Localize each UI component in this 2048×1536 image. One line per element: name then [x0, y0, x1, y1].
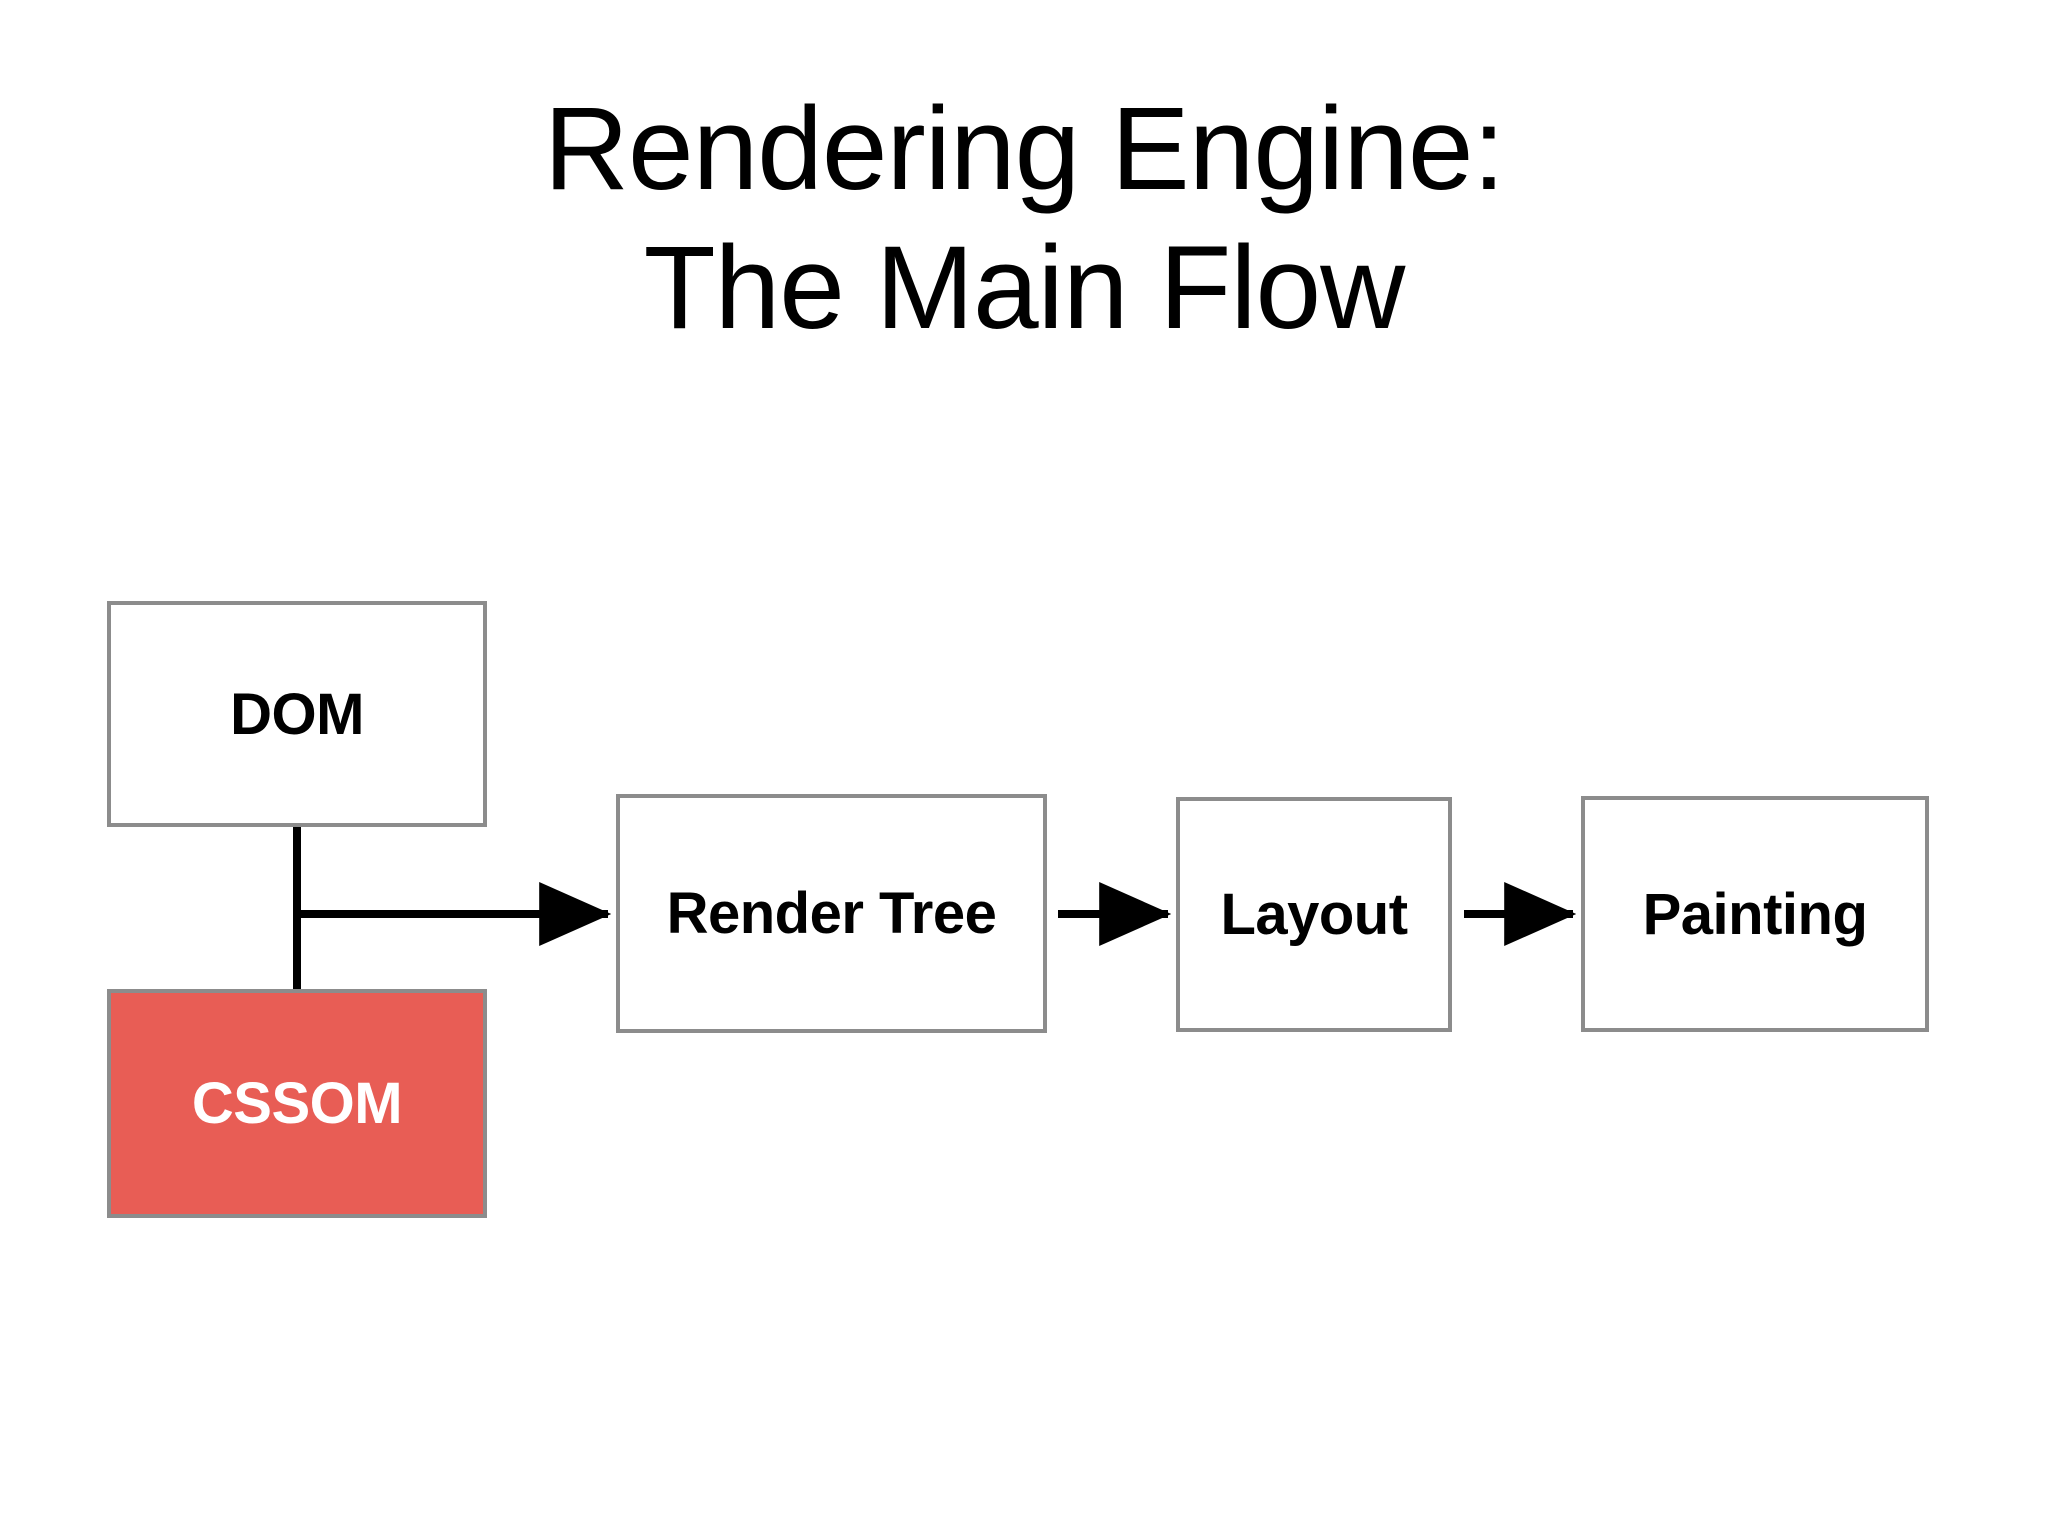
page-title: Rendering Engine: The Main Flow	[0, 80, 2048, 358]
flow-node-painting-label: Painting	[1642, 881, 1868, 947]
flow-node-dom-label: DOM	[230, 681, 364, 747]
flow-node-render-tree[interactable]: Render Tree	[616, 794, 1047, 1033]
title-line-2: The Main Flow	[643, 222, 1406, 355]
flow-node-layout[interactable]: Layout	[1176, 797, 1452, 1032]
flow-node-render-tree-label: Render Tree	[666, 881, 997, 946]
flow-node-layout-label: Layout	[1220, 882, 1408, 947]
flow-node-cssom[interactable]: CSSOM	[107, 989, 487, 1218]
title-line-1: Rendering Engine:	[543, 83, 1505, 215]
flow-node-dom[interactable]: DOM	[107, 601, 487, 827]
flow-node-painting[interactable]: Painting	[1581, 796, 1929, 1032]
flow-node-cssom-label: CSSOM	[191, 1071, 403, 1136]
